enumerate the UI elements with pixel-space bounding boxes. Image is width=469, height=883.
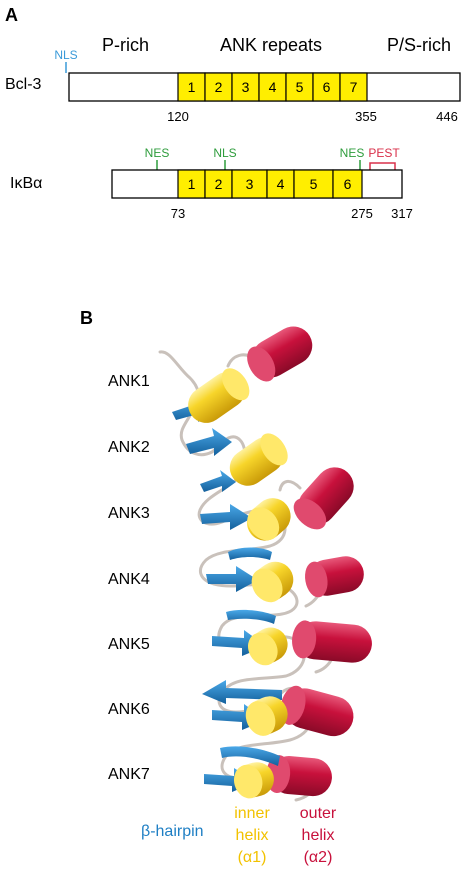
- ank3-label: ANK3: [108, 505, 150, 522]
- bcl3-ank-repeats-label: ANK repeats: [220, 35, 322, 55]
- ank2-label: ANK2: [108, 439, 150, 456]
- bcl3-repeat-7-number: 7: [350, 79, 358, 95]
- ikba-repeat-boxes: [177, 169, 363, 199]
- ikba-repeat-4-number: 4: [277, 176, 285, 192]
- bcl3-protein-name: Bcl-3: [5, 76, 42, 93]
- ikba-nes-right-label: NES: [340, 146, 365, 160]
- inner-helix-4: [251, 561, 294, 603]
- inner-helix-3: [246, 498, 291, 541]
- bcl3-p-rich-label: P-rich: [102, 35, 149, 55]
- inner-helix-5: [247, 627, 288, 666]
- legend-inner-line1: inner: [234, 805, 270, 822]
- beta-arrow-2b: [186, 428, 232, 456]
- outer-helix-6: [280, 685, 354, 737]
- bcl3-repeat-2-number: 2: [215, 79, 223, 95]
- bcl3-repeat-2: [204, 72, 233, 102]
- outer-helix-1: [247, 326, 313, 382]
- panel-b-letter: B: [80, 308, 93, 328]
- ank6-label: ANK6: [108, 701, 150, 718]
- ikba-repeat-6: [332, 169, 363, 199]
- beta-arrow-3: [200, 504, 252, 530]
- bcl3-repeat-6-number: 6: [323, 79, 331, 95]
- ank5-label: ANK5: [108, 636, 150, 653]
- beta-arrow-6a: [202, 680, 282, 704]
- beta-arrow-4: [206, 566, 258, 592]
- ank4-label: ANK4: [108, 571, 150, 588]
- ikba-position-end-repeats: 275: [351, 206, 373, 221]
- ank7-label: ANK7: [108, 766, 150, 783]
- ikba-repeat-2: [204, 169, 233, 199]
- bcl3-repeat-7: [339, 72, 368, 102]
- bcl3-position-start: 120: [167, 109, 189, 124]
- legend-outer-line1: outer: [300, 805, 337, 822]
- ikba-repeat-4: [266, 169, 295, 199]
- bcl3-repeat-4-number: 4: [269, 79, 277, 95]
- panel-a-letter: A: [5, 5, 18, 25]
- bcl3-repeat-5-number: 5: [296, 79, 304, 95]
- ikba-repeat-6-number: 6: [344, 176, 352, 192]
- ank1-label: ANK1: [108, 373, 150, 390]
- outer-helix-5: [292, 620, 372, 663]
- inner-helix-6: [245, 696, 288, 736]
- outer-helix-4: [305, 556, 364, 598]
- outer-helix-3: [293, 467, 354, 530]
- ikba-nls-label: NLS: [213, 146, 236, 160]
- bcl3-repeat-1-number: 1: [188, 79, 196, 95]
- ikba-repeat-3: [231, 169, 268, 199]
- inner-helix-2: [229, 433, 288, 486]
- bcl3-repeat-boxes: [177, 72, 368, 102]
- legend-inner-line3: (α1): [238, 849, 267, 866]
- bcl3-position-end-repeats: 355: [355, 109, 377, 124]
- ikba-repeat-5-number: 5: [310, 176, 318, 192]
- ikba-pest-label: PEST: [368, 146, 400, 160]
- ikba-pest-bracket: [369, 162, 396, 170]
- inner-helix-1: [188, 368, 250, 423]
- bcl3-nls-label: NLS: [54, 48, 77, 62]
- ikba-nes-left-label: NES: [145, 146, 170, 160]
- beta-arrow-2a: [200, 470, 236, 492]
- bcl3-repeat-3-number: 3: [242, 79, 250, 95]
- inner-helices: [188, 368, 294, 799]
- ikba-position-end: 317: [391, 206, 413, 221]
- ikba-repeat-3-number: 3: [246, 176, 254, 192]
- bcl3-position-end: 446: [436, 109, 458, 124]
- ikba-repeat-2-number: 2: [215, 176, 223, 192]
- beta-strand-4: [228, 547, 272, 560]
- bcl3-repeat-1: [177, 72, 206, 102]
- inner-helix-7: [233, 762, 274, 799]
- ikba-position-start: 73: [171, 206, 185, 221]
- ikba-protein-name: IκBα: [10, 175, 42, 192]
- ikba-repeat-1-number: 1: [188, 176, 196, 192]
- legend-inner-line2: helix: [236, 827, 269, 844]
- beta-strand-7: [220, 746, 280, 766]
- legend-outer-line2: helix: [302, 827, 335, 844]
- legend-outer-line3: (α2): [304, 849, 333, 866]
- beta-strand-5: [226, 609, 276, 624]
- ikba-repeat-1: [177, 169, 206, 199]
- bcl3-ps-rich-label: P/S-rich: [387, 35, 451, 55]
- legend-beta-hairpin: β-hairpin: [141, 823, 204, 840]
